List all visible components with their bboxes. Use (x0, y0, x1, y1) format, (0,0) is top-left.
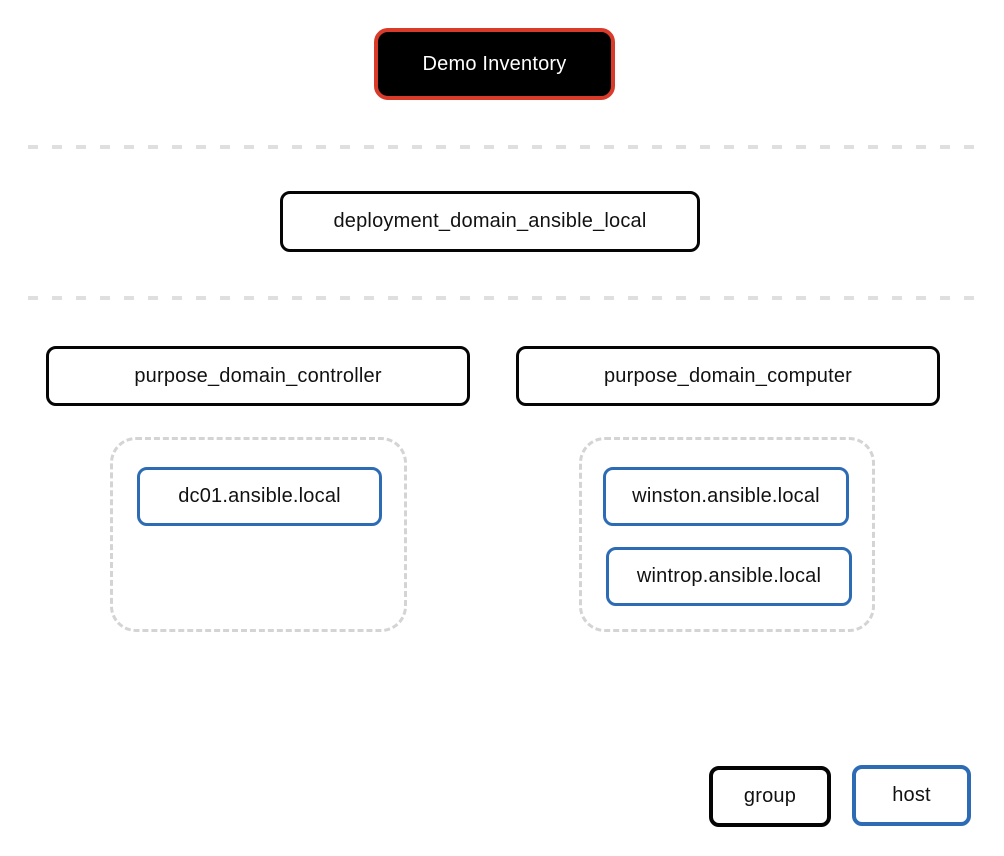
host-node-winston-label: winston.ansible.local (632, 485, 820, 507)
group-node-deployment: deployment_domain_ansible_local (280, 191, 700, 252)
group-node-computer: purpose_domain_computer (516, 346, 940, 406)
legend-group-item: group (709, 766, 831, 827)
host-container-controller: dc01.ansible.local (110, 437, 407, 632)
inventory-node-label: Demo Inventory (422, 52, 567, 75)
host-node-dc01-label: dc01.ansible.local (178, 485, 341, 507)
group-node-controller-label: purpose_domain_controller (134, 364, 382, 387)
legend-host-label: host (892, 784, 931, 806)
group-node-computer-label: purpose_domain_computer (603, 364, 853, 387)
level-divider-2 (28, 296, 974, 300)
host-node-wintrop: wintrop.ansible.local (606, 547, 852, 606)
legend-host-item: host (852, 765, 971, 826)
host-node-winston: winston.ansible.local (603, 467, 849, 526)
host-node-dc01: dc01.ansible.local (137, 467, 382, 526)
group-node-deployment-label: deployment_domain_ansible_local (333, 210, 647, 232)
inventory-node: Demo Inventory (374, 28, 615, 100)
legend-group-label: group (743, 785, 797, 807)
host-node-wintrop-label: wintrop.ansible.local (636, 565, 822, 587)
host-container-computer: winston.ansible.local wintrop.ansible.lo… (579, 437, 875, 632)
level-divider-1 (28, 145, 974, 149)
group-node-controller: purpose_domain_controller (46, 346, 470, 406)
